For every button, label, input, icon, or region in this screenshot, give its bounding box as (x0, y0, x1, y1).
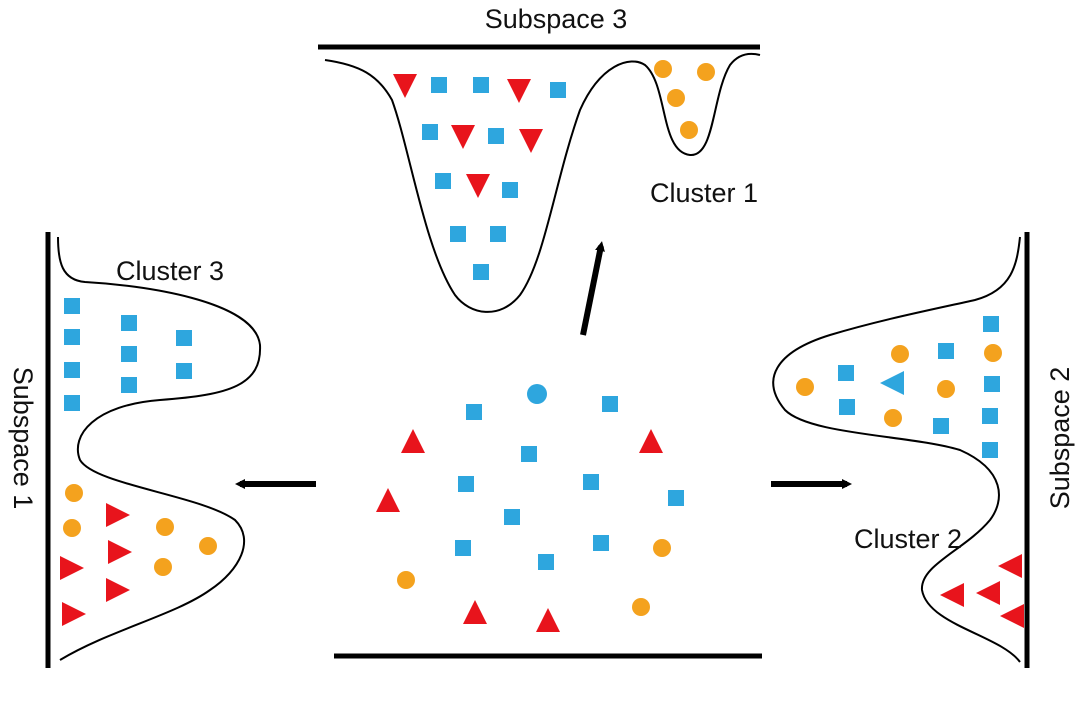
square-marker (982, 442, 998, 458)
square-marker (176, 330, 192, 346)
triangle-marker (60, 556, 84, 580)
cluster-3-label: Cluster 3 (116, 256, 224, 286)
triangle-marker (376, 488, 400, 512)
square-marker (64, 329, 80, 345)
circle-marker (65, 484, 83, 502)
cluster-2-label: Cluster 2 (854, 524, 962, 554)
square-marker (64, 298, 80, 314)
triangle-marker (466, 174, 490, 198)
square-marker (121, 377, 137, 393)
square-marker (982, 408, 998, 424)
circle-marker-blue (527, 384, 547, 404)
square-marker (431, 77, 447, 93)
square-marker (538, 554, 554, 570)
circle-marker (796, 378, 814, 396)
triangle-marker (940, 583, 964, 607)
circle-marker (199, 537, 217, 555)
triangle-marker (1000, 604, 1024, 628)
circle-marker (984, 344, 1002, 362)
square-marker (422, 124, 438, 140)
subspace-1-label: Subspace 1 (8, 367, 38, 510)
square-marker (550, 82, 566, 98)
subspace-3-density-curve (324, 52, 761, 313)
triangle-marker (451, 125, 475, 149)
circle-marker (884, 409, 902, 427)
square-marker (593, 535, 609, 551)
triangle-marker-blue (880, 371, 904, 395)
triangle-marker (106, 503, 130, 527)
triangle-marker (108, 540, 132, 564)
data-points (60, 60, 1024, 632)
triangle-marker (393, 74, 417, 98)
triangle-marker (401, 429, 425, 453)
triangle-marker (536, 608, 560, 632)
square-marker (473, 264, 489, 280)
triangle-marker (507, 79, 531, 103)
circle-marker (667, 89, 685, 107)
square-marker (984, 376, 1000, 392)
triangle-marker (62, 602, 86, 626)
subspace-2-label: Subspace 2 (1045, 367, 1075, 510)
square-marker (983, 316, 999, 332)
square-marker (450, 226, 466, 242)
square-marker (933, 418, 949, 434)
subspace-1-density-curve (57, 236, 262, 661)
square-marker (121, 346, 137, 362)
triangle-marker (106, 578, 130, 602)
triangle-marker (519, 129, 543, 153)
subspace-2-density-curve (772, 236, 1021, 663)
triangle-marker (639, 429, 663, 453)
circle-marker (697, 63, 715, 81)
circle-marker (632, 598, 650, 616)
circle-marker (680, 121, 698, 139)
square-marker (521, 446, 537, 462)
circle-marker (654, 60, 672, 78)
circle-marker (156, 518, 174, 536)
square-marker (458, 476, 474, 492)
triangle-marker (463, 600, 487, 624)
square-marker (504, 509, 520, 525)
circle-marker (63, 519, 81, 537)
square-marker (502, 182, 518, 198)
square-marker (668, 490, 684, 506)
square-marker (176, 363, 192, 379)
arrow-up (580, 241, 605, 336)
circle-marker (653, 539, 671, 557)
square-marker (435, 173, 451, 189)
square-marker (938, 343, 954, 359)
subspace-3-label: Subspace 3 (485, 4, 628, 34)
square-marker (64, 362, 80, 378)
square-marker (473, 77, 489, 93)
square-marker (838, 365, 854, 381)
square-marker (839, 399, 855, 415)
square-marker (583, 474, 599, 490)
circle-marker (937, 380, 955, 398)
triangle-marker (998, 554, 1022, 578)
square-marker (490, 226, 506, 242)
triangle-marker (976, 581, 1000, 605)
square-marker (602, 396, 618, 412)
circle-marker (891, 345, 909, 363)
square-marker (455, 540, 471, 556)
circle-marker (397, 571, 415, 589)
square-marker (466, 404, 482, 420)
square-marker (64, 395, 80, 411)
cluster-1-label: Cluster 1 (650, 178, 758, 208)
circle-marker (154, 558, 172, 576)
square-marker (488, 128, 504, 144)
square-marker (121, 315, 137, 331)
